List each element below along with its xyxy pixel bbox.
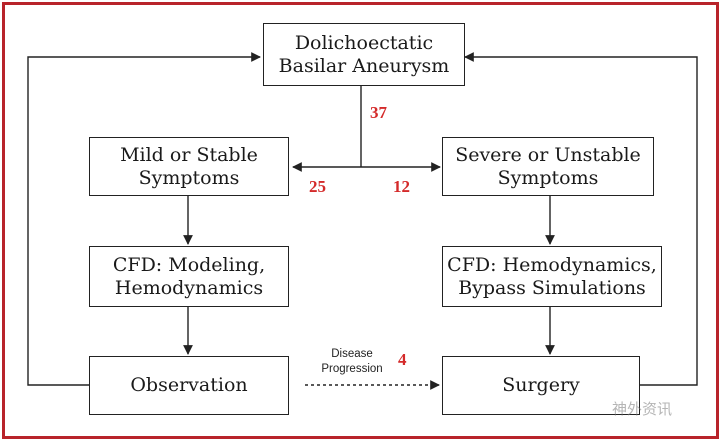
- count-mild: 25: [309, 177, 326, 196]
- node-surgery-label: Surgery: [502, 374, 580, 396]
- watermark: 神外资讯: [612, 400, 673, 418]
- node-cfd-left: CFD: Modeling, Hemodynamics: [89, 246, 289, 307]
- observation-loop-arrow: [27, 52, 261, 386]
- node-cfd-left-label: CFD: Modeling, Hemodynamics: [112, 253, 266, 299]
- node-severe-label: Severe or Unstable Symptoms: [455, 143, 641, 189]
- node-mild-label: Mild or Stable Symptoms: [120, 143, 258, 189]
- progression-label: Disease Progression: [321, 348, 383, 375]
- node-aneurysm: Dolichoectatic Basilar Aneurysm: [263, 23, 465, 86]
- node-cfd-right: CFD: Hemodynamics, Bypass Simulations: [442, 246, 662, 307]
- node-surgery: Surgery: [442, 356, 640, 415]
- count-severe: 12: [393, 177, 410, 196]
- node-observation: Observation: [89, 356, 289, 415]
- count-progression: 4: [398, 350, 407, 369]
- node-observation-label: Observation: [130, 374, 248, 396]
- node-aneurysm-label: Dolichoectatic Basilar Aneurysm: [278, 31, 450, 77]
- node-severe-symptoms: Severe or Unstable Symptoms: [442, 137, 654, 196]
- node-cfd-right-label: CFD: Hemodynamics, Bypass Simulations: [447, 253, 657, 299]
- surgery-loop-arrow: [464, 52, 698, 386]
- count-total: 37: [370, 103, 387, 122]
- node-mild-symptoms: Mild or Stable Symptoms: [89, 137, 289, 196]
- red-border-frame: [2, 2, 719, 439]
